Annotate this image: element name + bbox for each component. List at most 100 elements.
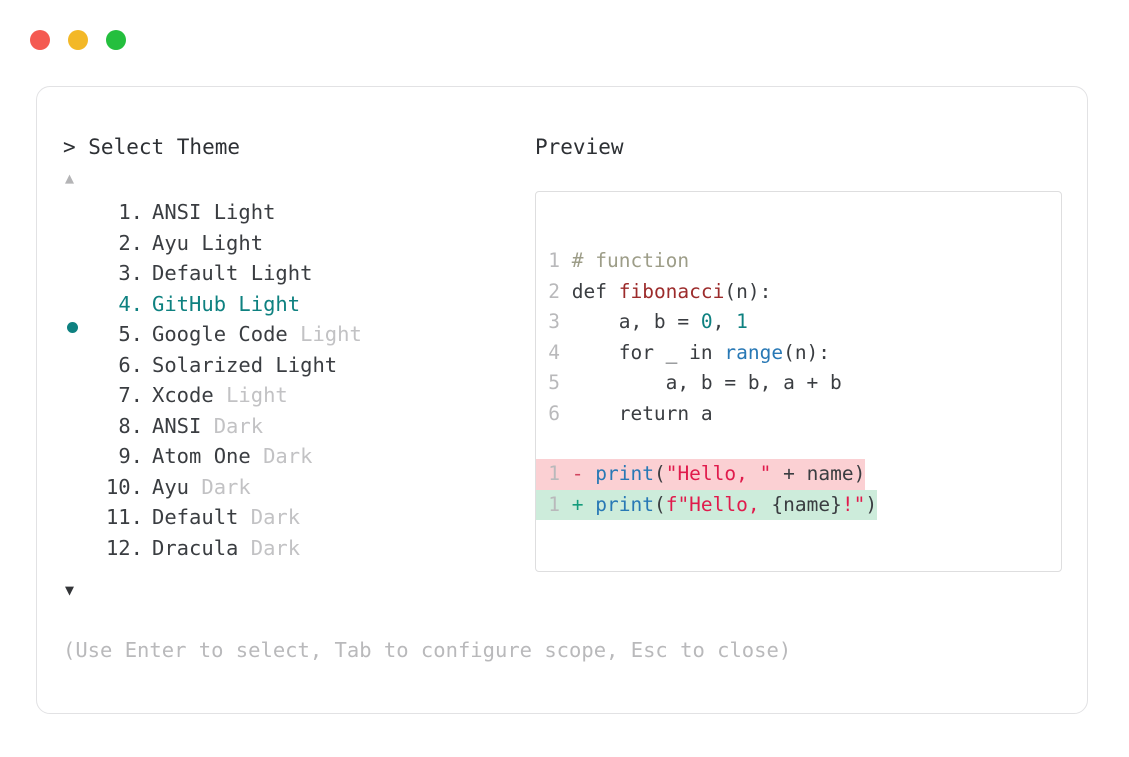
- code-token: a, b =: [571, 310, 701, 333]
- line-number: 1: [548, 492, 560, 516]
- theme-item-number: 6.: [118, 352, 143, 377]
- theme-item-name: Default: [152, 505, 251, 529]
- code-line: 2 def fibonacci(n):: [536, 277, 1061, 308]
- diff-line-add: 1 + print(f"Hello, {name}!"): [536, 489, 878, 520]
- code-token: for _ in: [571, 340, 725, 364]
- selected-dot-icon: [67, 321, 78, 333]
- theme-list-item[interactable]: 1. ANSI Light: [63, 197, 533, 228]
- code-token: f"Hello,: [665, 492, 772, 516]
- theme-item-variant: Dark: [263, 444, 313, 468]
- code-line: 6 return a: [536, 399, 1061, 430]
- scroll-down-arrow[interactable]: ▼: [65, 581, 75, 599]
- theme-item-name: Google Code: [152, 322, 301, 346]
- code-token: (n):: [783, 340, 831, 364]
- theme-list-item[interactable]: 2. Ayu Light: [63, 228, 533, 259]
- code-token: fibonacci: [618, 279, 725, 303]
- select-theme-header: > Select Theme: [63, 135, 241, 159]
- theme-list-item[interactable]: 12. Dracula Dark: [63, 533, 533, 564]
- code-token: 0: [700, 310, 713, 333]
- theme-list-column: > Select Theme ▲ 1. ANSI Light 2. Ayu Light…: [63, 133, 533, 601]
- line-number: 1: [548, 462, 560, 485]
- code-line: 4 for _ in range(n):: [536, 338, 1061, 369]
- diff-marker: +: [571, 492, 584, 516]
- preview-header: Preview: [535, 135, 624, 159]
- theme-item-name: ANSI: [152, 200, 214, 224]
- close-dot[interactable]: [30, 30, 50, 50]
- scroll-up-arrow[interactable]: ▲: [65, 169, 75, 187]
- theme-item-name: Ayu: [152, 230, 202, 255]
- picker-columns: > Select Theme ▲ 1. ANSI Light 2. Ayu Light…: [37, 87, 1087, 713]
- code-token: 1: [736, 310, 748, 333]
- diff-marker: -: [571, 462, 584, 485]
- theme-item-number: 5.: [118, 322, 143, 346]
- theme-item-variant: Dark: [250, 535, 301, 560]
- code-token: print: [595, 462, 654, 485]
- window-traffic-lights: [30, 30, 126, 50]
- theme-list-item[interactable]: 7. Xcode Light: [63, 380, 533, 411]
- code-token: "Hello, ": [665, 462, 772, 485]
- code-token: # function: [571, 249, 690, 272]
- code-token: ,: [712, 310, 737, 333]
- theme-item-variant: Dark: [250, 505, 301, 529]
- theme-list-item[interactable]: 6. Solarized Light: [63, 350, 533, 381]
- theme-item-number: 10.: [105, 474, 143, 499]
- maximize-dot[interactable]: [106, 30, 126, 50]
- theme-list-item[interactable]: 10.Ayu Dark: [63, 472, 533, 503]
- code-token: (: [653, 492, 666, 516]
- theme-list-item[interactable]: 4. GitHub Light: [63, 289, 533, 333]
- theme-item-number: 4.: [118, 291, 143, 316]
- theme-item-name: Atom One: [152, 444, 264, 468]
- code-token: def: [571, 279, 619, 303]
- code-line: 3 a, b = 0, 1: [536, 307, 1061, 338]
- code-spacer: [536, 429, 1061, 459]
- theme-item-number: 9.: [118, 444, 143, 468]
- theme-item-name: Solarized: [152, 352, 276, 377]
- minimize-dot[interactable]: [68, 30, 88, 50]
- code-token: ): [853, 462, 866, 485]
- theme-picker-card: > Select Theme ▲ 1. ANSI Light 2. Ayu Light…: [36, 86, 1088, 714]
- theme-item-number: 2.: [118, 230, 143, 255]
- theme-item-number: 7.: [118, 383, 143, 407]
- theme-item-variant: Light: [201, 230, 264, 255]
- theme-item-name: ANSI: [152, 413, 214, 438]
- theme-item-variant: Light: [250, 261, 313, 285]
- theme-item-number: 1.: [118, 200, 143, 224]
- theme-list-item[interactable]: 11. Default Dark: [63, 502, 533, 533]
- code-token: ): [865, 492, 878, 516]
- code-token: range: [724, 340, 784, 364]
- code-line: 5 a, b = b, a + b: [536, 368, 1061, 399]
- theme-item-name: Default: [152, 261, 251, 285]
- code-token: {name}: [771, 492, 842, 516]
- code-token: (: [653, 462, 666, 485]
- theme-item-number: 11.: [105, 505, 143, 529]
- theme-item-name: Xcode: [152, 383, 227, 407]
- theme-item-number: 12.: [105, 535, 143, 560]
- theme-list-item[interactable]: 5.Google Code Light: [63, 319, 533, 350]
- theme-item-variant: Dark: [201, 474, 251, 499]
- theme-item-number: 3.: [118, 261, 143, 285]
- theme-item-number: 8.: [118, 413, 143, 438]
- theme-item-variant: Light: [238, 291, 301, 316]
- code-token: return a: [571, 401, 713, 425]
- line-number: 4: [548, 340, 560, 364]
- theme-item-variant: Light: [226, 383, 288, 407]
- theme-list-item[interactable]: 8. ANSI Dark: [63, 411, 533, 442]
- theme-item-name: Dracula: [152, 535, 251, 560]
- theme-item-variant: Dark: [213, 413, 264, 438]
- theme-item-variant: Light: [275, 352, 338, 377]
- theme-list-item[interactable]: 3. Default Light: [63, 258, 533, 289]
- line-number: 6: [548, 401, 560, 425]
- diff-line-del: 1 - print("Hello, " + name): [536, 459, 866, 490]
- code-token: a, b = b, a + b: [571, 371, 842, 394]
- code-line: 1 # function: [536, 246, 1061, 277]
- line-number: 3: [548, 310, 560, 333]
- line-number: 1: [548, 249, 560, 272]
- theme-item-variant: Light: [213, 200, 276, 224]
- keyboard-hint: (Use Enter to select, Tab to configure s…: [63, 638, 792, 662]
- theme-list-item[interactable]: 9. Atom One Dark: [63, 441, 533, 472]
- theme-item-name: GitHub: [152, 291, 239, 316]
